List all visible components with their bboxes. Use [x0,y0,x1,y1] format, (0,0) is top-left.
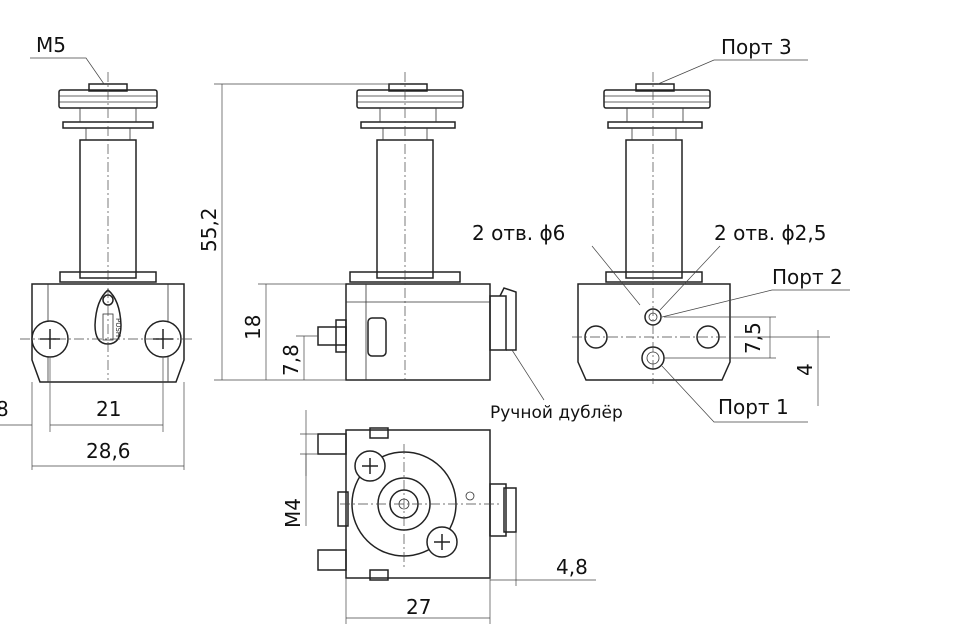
dim-21: 21 [96,397,121,421]
dim-4: 4 [793,363,817,376]
m4-label: M4 [281,498,305,528]
dim-27: 27 [406,595,431,619]
side-view [214,72,545,401]
port-view [572,59,850,423]
port3-label: Порт 3 [721,35,792,59]
holes6-label: 2 отв. ϕ6 [472,221,565,245]
top-view [300,410,596,624]
port1-label: Порт 1 [718,395,789,419]
front-view: PUSH [0,57,192,470]
dim-4-8: 4,8 [556,555,588,579]
dim-7-8: 7,8 [279,344,303,376]
m5-label: M5 [36,33,66,57]
manual-override-label: Ручной дублёр [490,403,623,423]
holes25-label: 2 отв. ϕ2,5 [714,221,826,245]
push-label: PUSH [114,318,122,337]
dim-left-cut: 8 [0,397,9,421]
port2-label: Порт 2 [772,265,843,289]
dim-7-5: 7,5 [741,322,765,354]
dim-55-2: 55,2 [197,207,221,252]
dim-18: 18 [241,315,265,340]
dim-28-6: 28,6 [86,439,131,463]
